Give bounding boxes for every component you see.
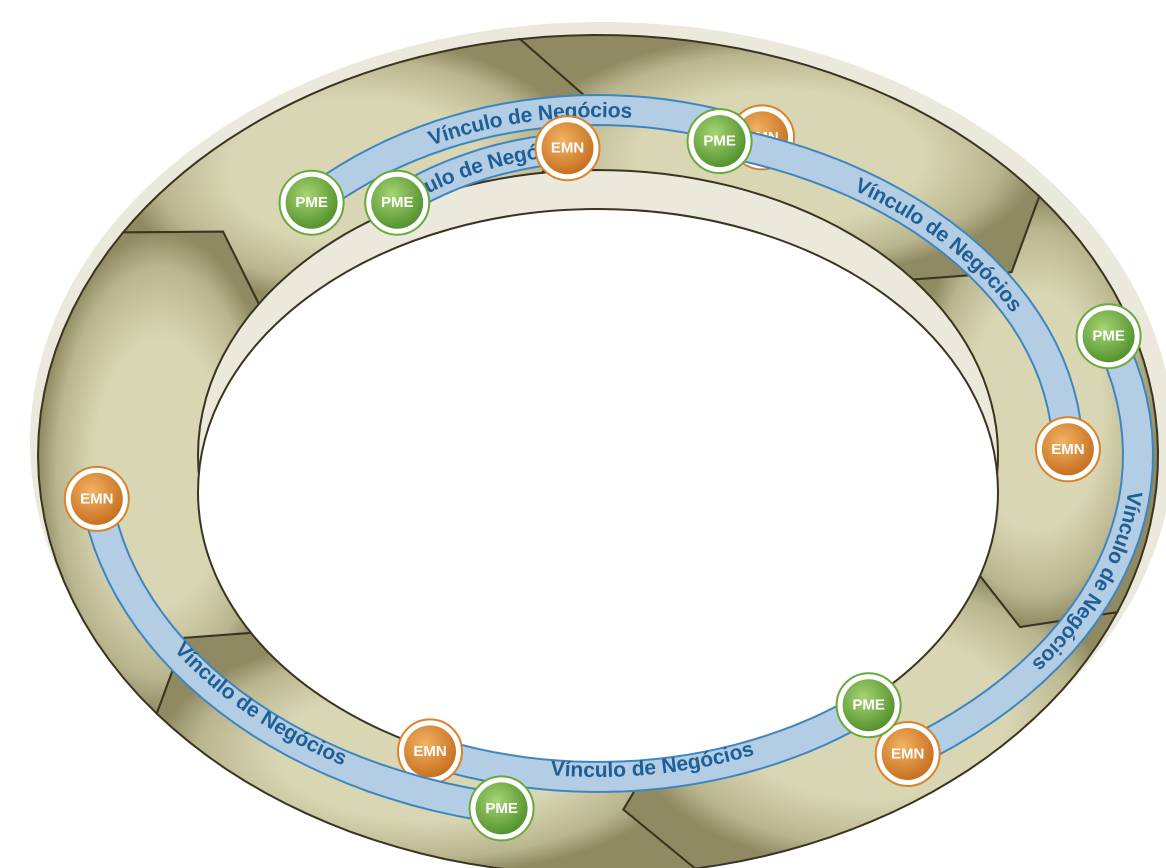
pme-badge-label: PME	[485, 800, 518, 817]
emn-badge-label: EMN	[80, 490, 113, 507]
pme-badge: PME	[468, 775, 535, 842]
pme-badge-label: PME	[703, 133, 736, 150]
pme-badge: PME	[686, 108, 753, 175]
pme-badge-label: PME	[1092, 328, 1125, 345]
emn-badge: EMN	[534, 115, 601, 182]
pme-badge: PME	[364, 169, 431, 236]
emn-badge: EMN	[874, 721, 941, 787]
pme-badge-label: PME	[852, 697, 885, 714]
pme-badge: PME	[278, 169, 345, 236]
pme-badge: PME	[1075, 303, 1142, 370]
pme-badge-label: PME	[295, 194, 328, 211]
emn-badge-label: EMN	[551, 140, 584, 157]
emn-badge: EMN	[63, 465, 130, 532]
emn-badge-label: EMN	[1051, 441, 1084, 458]
emn-badge-label: EMN	[413, 743, 446, 760]
pme-badge-label: PME	[381, 194, 414, 211]
emn-badge: EMN	[397, 718, 463, 785]
emn-badge: EMN	[1034, 416, 1101, 483]
emn-badge-label: EMN	[891, 746, 924, 763]
pme-badge: PME	[835, 672, 902, 739]
